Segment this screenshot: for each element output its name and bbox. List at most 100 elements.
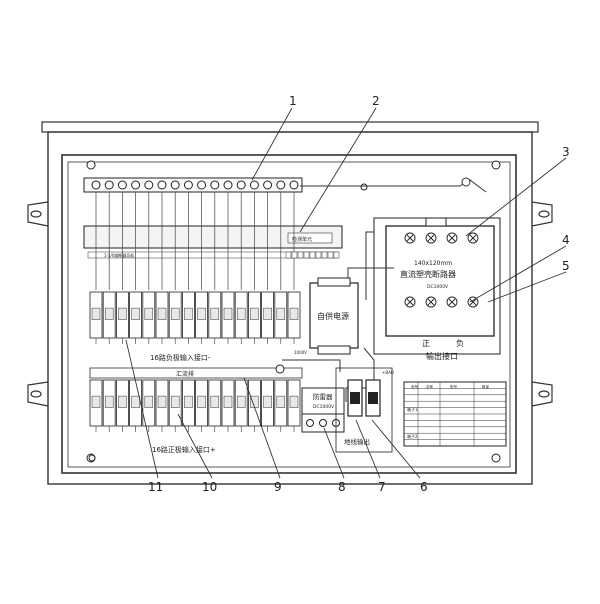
fuse-body [91, 307, 101, 320]
dc-breaker: 140x120mm 直流塑壳断路器 DC1000V 正 负 输出接口 [373, 217, 501, 361]
table-header-4: 数量 [482, 384, 490, 389]
fuse-body [131, 307, 140, 320]
screw-icon [197, 180, 207, 190]
screw-icon [289, 180, 299, 190]
screw-slot [448, 234, 456, 242]
surge-label: 防雷器 [313, 392, 333, 401]
screw-slot [427, 298, 435, 306]
ground-label: 地线输出 [344, 437, 370, 446]
callout-3: 3 [562, 145, 570, 159]
table-group-2: 端子2 [407, 433, 418, 439]
fuse-body [223, 307, 233, 320]
pos-input-label: 16路正极输入接口+ [152, 445, 216, 454]
callout-6: 6 [420, 480, 428, 494]
terminal-block [321, 251, 328, 259]
neg-input-label: 16路负极输入接口- [150, 353, 211, 362]
callouts: 1 2 3 4 5 6 7 8 9 10 11 [148, 94, 570, 494]
callout-5: 5 [562, 259, 570, 273]
callout-7: 7 [378, 480, 386, 494]
fuse-body [263, 307, 272, 320]
callout-2: 2 [372, 94, 380, 108]
fuse-body [170, 395, 180, 408]
power-supply-label: 自供电源 [317, 311, 349, 321]
power-supply-module: 自供电源 1000V [294, 277, 359, 355]
screw-icon [104, 180, 114, 190]
parts-table: 序号 名称 型号 数量 端子1 端子2 [403, 381, 507, 447]
fuse-rail: 1-5/0熔断器导轨 检测单元 [83, 192, 343, 290]
negative-label: 负 [456, 338, 464, 348]
fuse-body [276, 395, 286, 408]
fuse-body [263, 395, 272, 408]
fuse-body [276, 307, 286, 320]
terminal-block [285, 251, 292, 259]
callout-9: 9 [274, 480, 282, 494]
terminal-block [327, 251, 334, 259]
terminal-block [315, 251, 322, 259]
positive-label: 正 [422, 339, 430, 348]
terminal-block [309, 251, 316, 259]
fuse-body [236, 395, 246, 408]
callout-4: 4 [562, 233, 570, 247]
screw-slot [406, 234, 414, 242]
screw-slot [469, 298, 477, 306]
screw-slot [448, 298, 456, 306]
screw-icon [170, 180, 180, 190]
callout-11: 11 [148, 480, 163, 494]
fuse-body [104, 395, 114, 408]
screw-icon [249, 180, 259, 190]
fuse-body [144, 395, 154, 408]
callout-10: 10 [202, 480, 217, 494]
terminal-row [285, 251, 340, 259]
fuse-body [184, 307, 193, 320]
fuse-body [118, 395, 127, 408]
screw-slot [469, 234, 477, 242]
bottom-screws [88, 454, 96, 462]
fuse-body [157, 395, 167, 408]
terminal-block [297, 251, 304, 259]
fuse-body [197, 307, 206, 320]
busbar: 汇流排 [89, 364, 303, 379]
screw-icon [276, 180, 286, 190]
busbar-label: 汇流排 [176, 370, 194, 378]
surge-protector: 防雷器 DC1000V [301, 387, 345, 433]
fuse-body [118, 307, 127, 320]
fuse-body [91, 395, 101, 408]
monitor-label: 检测单元 [292, 236, 312, 243]
fuse-body [236, 307, 246, 320]
screw-icon [263, 180, 273, 190]
fuse-body [289, 307, 299, 320]
screw-icon [157, 180, 167, 190]
terminal-block [303, 251, 310, 259]
fuse-body [250, 307, 259, 320]
fuse-body [289, 395, 299, 408]
module-small-label: 1000V [294, 350, 307, 355]
callout-1: 1 [289, 94, 297, 108]
fuse-body [184, 395, 193, 408]
wires [282, 177, 487, 402]
fuse-body [144, 307, 154, 320]
table-group-1: 端子1 [407, 406, 418, 412]
screw-icon [91, 180, 101, 190]
screw-icon [236, 180, 246, 190]
table-header-1: 序号 [411, 384, 419, 389]
breaker-name: 直流塑壳断路器 [400, 269, 456, 279]
terminal-block [291, 251, 298, 259]
leader-lines [125, 107, 567, 479]
top-rail [83, 177, 303, 193]
fuse-body [157, 307, 167, 320]
fuse-body [170, 307, 180, 320]
breaker-size: 140x120mm [414, 260, 452, 267]
fuse-body [223, 395, 233, 408]
ground-output: 地线输出 +BAO [335, 367, 394, 453]
table-header-3: 型号 [450, 384, 458, 389]
screw-slot [427, 234, 435, 242]
screw-icon [144, 180, 154, 190]
terminal-block [333, 251, 340, 259]
mounting-ears [27, 201, 553, 407]
screw-icon [183, 180, 193, 190]
screw-icon [223, 180, 233, 190]
enclosure [41, 121, 539, 485]
callout-8: 8 [338, 480, 346, 494]
output-port-label: 输出接口 [426, 351, 458, 361]
